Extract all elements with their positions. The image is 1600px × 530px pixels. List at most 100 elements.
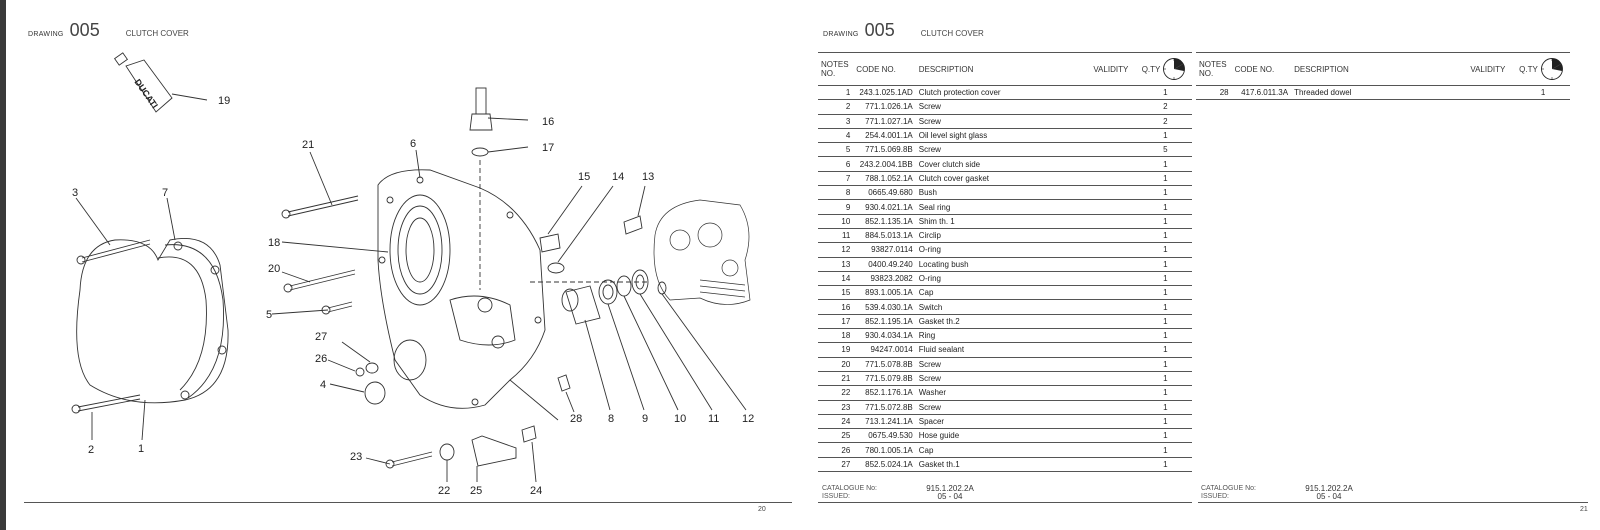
part-description: Spacer bbox=[915, 414, 1091, 430]
part-description: Locating bush bbox=[915, 257, 1091, 272]
part-number: 25 bbox=[818, 428, 854, 444]
callout-labels: 19 16 17 21 6 15 14 13 3 7 18 20 5 27 26… bbox=[72, 95, 754, 497]
part-description: O-ring bbox=[915, 242, 1091, 258]
screws-middle-drawing bbox=[281, 195, 359, 315]
part-validity bbox=[1090, 228, 1139, 244]
part-quantity: 1 bbox=[1138, 171, 1192, 187]
part-number: 6 bbox=[818, 156, 854, 172]
part-code: 930.4.034.1A bbox=[853, 328, 916, 344]
part-code: 243.1.025.1AD bbox=[853, 85, 916, 101]
col-validity: VALIDITY bbox=[1090, 52, 1139, 86]
part-validity bbox=[1090, 214, 1139, 229]
drawing-title: CLUTCH COVER bbox=[125, 29, 189, 38]
callout-17: 17 bbox=[542, 142, 554, 154]
catalogue-label: CATALOGUE No: bbox=[822, 485, 877, 492]
cap-gasket-sightglass-drawing bbox=[327, 341, 386, 405]
qty-clock-icon bbox=[1163, 58, 1186, 80]
drawing-label-right: DRAWING bbox=[823, 31, 859, 38]
left-page-rule bbox=[24, 502, 792, 503]
parts-table-main: NOTES NO. CODE NO. DESCRIPTION VALIDITY … bbox=[818, 52, 1192, 473]
callout-5: 5 bbox=[266, 309, 272, 321]
part-code: 852.1.195.1A bbox=[853, 314, 916, 330]
part-quantity: 5 bbox=[1138, 142, 1192, 158]
part-description: Cap bbox=[915, 285, 1091, 301]
part-description: O-ring bbox=[915, 271, 1091, 287]
callout-2: 2 bbox=[88, 444, 94, 456]
part-description: Clutch protection cover bbox=[915, 85, 1091, 101]
part-code: 788.1.052.1A bbox=[853, 171, 916, 187]
part-validity bbox=[1090, 85, 1139, 101]
part-code: 0665.49.680 bbox=[853, 185, 916, 201]
part-quantity: 1 bbox=[1138, 371, 1192, 387]
part-number: 20 bbox=[818, 357, 854, 372]
part-number: 4 bbox=[818, 128, 854, 144]
part-number: 24 bbox=[818, 414, 854, 430]
left-page: DRAWING 005 CLUTCH COVER bbox=[10, 0, 800, 530]
part-description: Screw bbox=[915, 371, 1091, 387]
part-code: 417.6.011.3A bbox=[1231, 85, 1292, 101]
issued-label-2: ISSUED: bbox=[1201, 493, 1230, 500]
part-validity bbox=[1090, 328, 1139, 344]
part-description: Switch bbox=[915, 299, 1091, 315]
part-quantity: 1 bbox=[1516, 85, 1570, 101]
part-quantity: 1 bbox=[1138, 457, 1192, 473]
footer-right: CATALOGUE No: ISSUED: 915.1.202.2A 05 - … bbox=[1201, 485, 1353, 501]
part-validity bbox=[1090, 442, 1139, 458]
switch-drawing bbox=[469, 87, 529, 290]
part-code: 893.1.005.1A bbox=[853, 285, 916, 301]
part-code: 780.1.005.1A bbox=[853, 442, 916, 458]
part-code: 771.5.072.8B bbox=[853, 400, 916, 415]
part-number: 17 bbox=[818, 314, 854, 330]
drawing-label: DRAWING bbox=[28, 31, 64, 38]
part-quantity: 1 bbox=[1138, 385, 1192, 401]
part-code: 930.4.021.1A bbox=[853, 199, 916, 215]
part-number: 19 bbox=[818, 342, 854, 358]
part-number: 26 bbox=[818, 442, 854, 458]
part-description: Oil level sight glass bbox=[915, 128, 1091, 144]
part-quantity: 1 bbox=[1138, 128, 1192, 144]
part-number: 28 bbox=[1196, 85, 1232, 101]
part-number: 1 bbox=[818, 85, 854, 101]
part-validity bbox=[1090, 199, 1139, 215]
callout-4: 4 bbox=[320, 379, 326, 391]
part-validity bbox=[1090, 114, 1139, 129]
part-quantity: 1 bbox=[1138, 314, 1192, 330]
drawing-header: DRAWING 005 CLUTCH COVER bbox=[28, 20, 189, 44]
col-code-no-2: CODE NO. bbox=[1231, 52, 1292, 86]
part-number: 9 bbox=[818, 199, 854, 215]
col-code-no: CODE NO. bbox=[853, 52, 916, 86]
part-number: 3 bbox=[818, 114, 854, 129]
callout-8: 8 bbox=[608, 413, 614, 425]
col-description-2: DESCRIPTION bbox=[1291, 52, 1468, 86]
part-code: 852.5.024.1A bbox=[853, 457, 916, 473]
part-description: Hose guide bbox=[915, 428, 1091, 444]
part-quantity: 1 bbox=[1138, 285, 1192, 301]
cap-oring-drawing bbox=[539, 185, 614, 274]
part-validity bbox=[1090, 314, 1139, 330]
part-quantity: 2 bbox=[1138, 114, 1192, 129]
screws-left-drawing bbox=[71, 239, 151, 414]
part-quantity: 1 bbox=[1138, 257, 1192, 272]
part-description: Shim th. 1 bbox=[915, 214, 1091, 229]
part-code: 93823.2082 bbox=[853, 271, 916, 287]
part-number: 21 bbox=[818, 371, 854, 387]
catalogue-number-2: 915.1.202.2A bbox=[1305, 484, 1353, 493]
part-code: 771.1.027.1A bbox=[853, 114, 916, 129]
part-validity bbox=[1090, 342, 1139, 358]
part-validity bbox=[1090, 271, 1139, 287]
part-validity bbox=[1090, 414, 1139, 430]
table-header-row-2: NOTES NO. CODE NO. DESCRIPTION VALIDITY … bbox=[1196, 52, 1570, 86]
part-validity bbox=[1090, 371, 1139, 387]
part-description: Circlip bbox=[915, 228, 1091, 244]
bottom-parts-drawing bbox=[365, 425, 537, 483]
right-page-rule-1 bbox=[818, 502, 1192, 503]
